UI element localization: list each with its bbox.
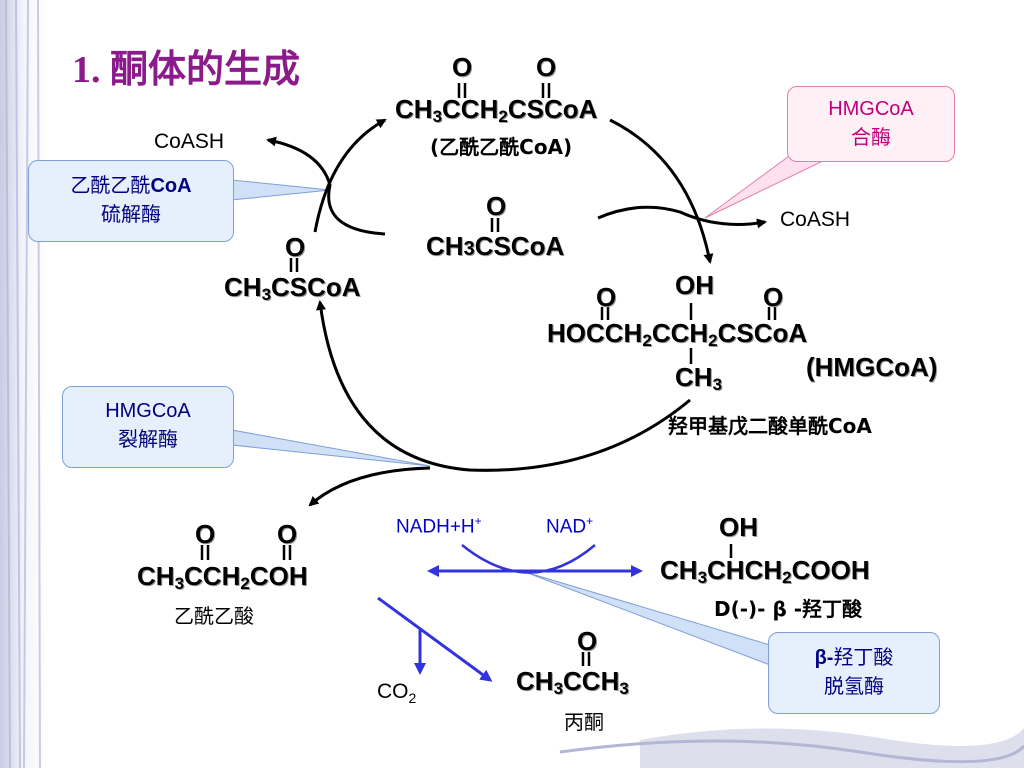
bhb-dehydrogenase-label-line1: β-羟丁酸: [814, 645, 894, 669]
acetyl-coa-left-oxygen: O: [285, 232, 306, 262]
thiolase-label-line1: 乙酰乙酰CoA: [70, 173, 192, 197]
hmgcoa-methyl: CH3: [675, 362, 723, 394]
coash-right-label: CoASH: [780, 208, 851, 231]
acetoacetyl-coa-formula: CH3CCH2CSCoA: [395, 94, 598, 126]
hmg-synthase-enzyme-box: HMGCoA 合酶: [787, 86, 955, 162]
thiolase-label-line2: 硫解酶: [101, 202, 161, 226]
thiolase-callout-leader: [231, 179, 331, 201]
co2-label: CO2: [377, 680, 417, 707]
coash-left-arrow: [266, 136, 386, 236]
arc-hmg-to-left-arrow: [316, 300, 691, 472]
acetyl-coa-center-oxygen: O: [486, 191, 507, 221]
hmg-synthase-label-line1: HMGCoA: [828, 98, 914, 120]
hmg-lyase-label-line1: HMGCoA: [105, 400, 191, 422]
double-bonds: [200, 83, 777, 666]
acetone-formula: CH3CCH3: [516, 666, 629, 698]
acetoacetyl-coa-oxygen-1: O: [452, 52, 473, 82]
acetoacetate-formula: CH3CCH2COH: [137, 561, 308, 593]
acetoacetyl-coa-oxygen-2: O: [536, 52, 557, 82]
acetyl-coa-center-formula: CH3CSCoA: [426, 231, 565, 261]
acetoacetate-oxygen-1: O: [195, 519, 216, 549]
hydroxybutyrate-name: D(-)- β -羟丁酸: [714, 597, 863, 621]
acetone-arrow: [377, 596, 493, 682]
acetoacetyl-coa-name: (乙酰乙酰CoA): [430, 135, 573, 159]
left-border-streaks: [5, 0, 41, 768]
acetone-oxygen: O: [577, 626, 598, 656]
hmg-synthase-label-line2: 合酶: [851, 125, 891, 149]
acetyl-coa-left-formula: CH3CSCoA: [224, 272, 361, 304]
hydroxybutyrate-formula: CH3CHCH2COOH: [660, 555, 870, 587]
arc-top-to-hmg-arrow: [609, 118, 714, 264]
bhb-dehydrogenase-enzyme-box: β-羟丁酸 脱氢酶: [768, 632, 940, 714]
acetoacetate-oxygen-2: O: [277, 519, 298, 549]
thiolase-enzyme-box: 乙酰乙酰CoA 硫解酶: [28, 160, 234, 242]
hmgcoa-formula: HOCCH2CCH2CSCoA: [547, 318, 808, 350]
hmgcoa-abbreviation: (HMGCoA): [806, 352, 938, 382]
to-acetoacetate-arrow: [308, 466, 431, 507]
coash-right-arrow: [597, 205, 767, 229]
acetoacetate-name: 乙酰乙酸: [174, 604, 254, 628]
nadh-nad-arc: [461, 544, 596, 574]
nadh-label: NADH+H+: [396, 514, 482, 538]
arc-left-to-top-arrow: [313, 118, 387, 233]
single-bonds: [689, 303, 733, 558]
hmgcoa-name: 羟甲基戊二酸单酰CoA: [668, 414, 872, 438]
nad-label: NAD+: [546, 514, 594, 538]
hmg-lyase-label-line2: 裂解酶: [118, 427, 178, 451]
bottom-wave-decoration-2: [559, 739, 1024, 764]
hydroxybutyrate-hydroxyl: OH: [719, 512, 758, 542]
hmgcoa-oxygen-2: O: [763, 282, 784, 312]
hmgcoa-oxygen-1: O: [596, 282, 617, 312]
page-title: 1. 酮体的生成: [72, 49, 301, 91]
acetone-name: 丙酮: [564, 710, 604, 734]
hmgcoa-hydroxyl: OH: [675, 270, 714, 300]
hmg-lyase-enzyme-box: HMGCoA 裂解酶: [62, 386, 234, 468]
coash-left-label: CoASH: [154, 130, 225, 153]
bhb-dehydrogenase-label-line2: 脱氢酶: [824, 674, 884, 698]
